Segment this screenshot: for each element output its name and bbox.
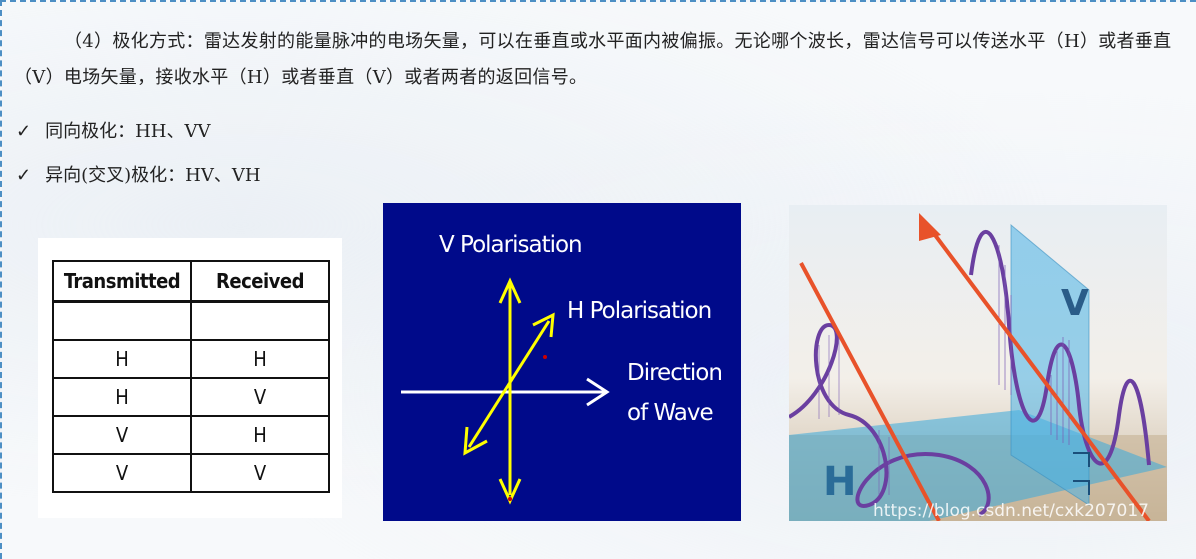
table-cell [190, 300, 330, 341]
bullet-text: 同向极化：HH、VV [45, 121, 211, 142]
polarisation-diagram: V Polarisation H Polarisation Direction … [383, 203, 741, 521]
table-cell: V [190, 377, 330, 417]
table-cell: H [190, 339, 330, 379]
table-row: H V [52, 377, 330, 417]
polarization-paragraph: （4）极化方式：雷达发射的能量脉冲的电场矢量，可以在垂直或水平面内被偏振。无论哪… [14, 31, 1172, 88]
bullet-co-polarization: ✓ 同向极化：HH、VV [16, 120, 211, 144]
polarization-table-image: Transmitted Received H H H V V [38, 238, 342, 518]
v-polarisation-label: V Polarisation [439, 232, 583, 258]
table-header-row: Transmitted Received [52, 260, 330, 303]
table-cell [52, 300, 192, 341]
table-row: H H [52, 339, 330, 379]
column-header-transmitted: Transmitted [52, 260, 192, 303]
h-letter: H [823, 459, 856, 505]
polarization-table: Transmitted Received H H H V V [52, 260, 330, 493]
h-polarisation-label: H Polarisation [567, 298, 712, 324]
wave-illustration-graphic: V H [789, 205, 1167, 521]
table-row [52, 300, 330, 341]
table-cell: H [52, 339, 192, 379]
table-cell: H [52, 377, 192, 417]
table-cell: V [52, 415, 192, 455]
table-cell: H [190, 415, 330, 455]
bullet-cross-polarization: ✓ 异向(交叉)极化：HV、VH [16, 164, 261, 188]
direction-label-line1: Direction [627, 360, 723, 386]
check-icon: ✓ [16, 165, 32, 186]
check-icon: ✓ [16, 121, 32, 142]
bullet-text: 异向(交叉)极化：HV、VH [45, 165, 261, 186]
image-watermark: https://blog.csdn.net/cxk207017 [873, 501, 1149, 521]
direction-label-line2: of Wave [627, 400, 714, 426]
table-cell: V [52, 453, 192, 493]
table-row: V V [52, 453, 330, 493]
polarisation-arrows-graphic [401, 277, 610, 505]
table-row: V H [52, 415, 330, 455]
table-cell: V [190, 453, 330, 493]
v-letter: V [1061, 283, 1089, 324]
column-header-received: Received [190, 260, 330, 303]
wave-polarization-image: V H https://blog.csdn.net/cxk207017 [789, 205, 1167, 521]
